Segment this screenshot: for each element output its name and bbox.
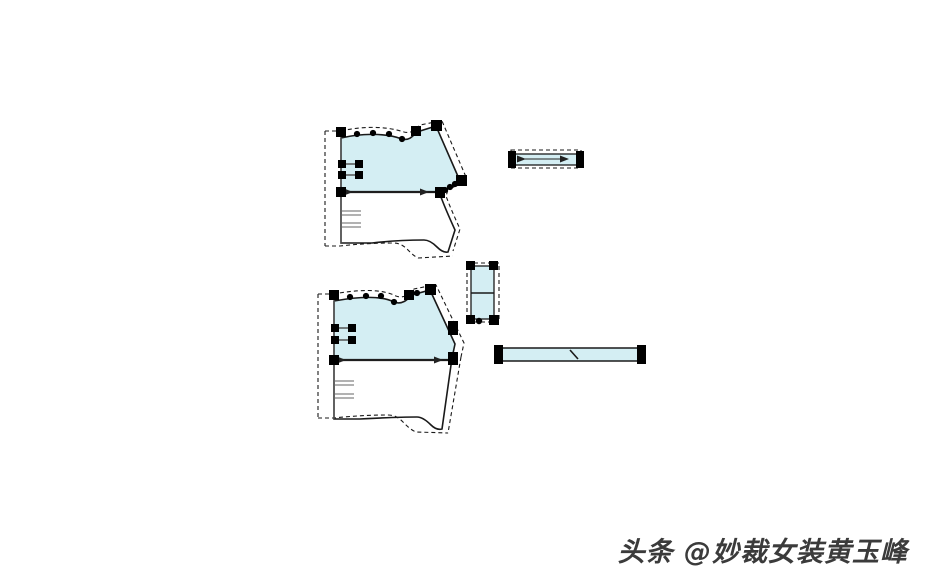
handle (331, 336, 339, 344)
node-handles-upper[interactable] (336, 120, 467, 198)
handle (348, 336, 356, 344)
handle (355, 171, 363, 179)
seam-allowance-outline-upper-lower (325, 242, 454, 259)
band-notch-mark (569, 349, 579, 360)
handle (336, 187, 346, 197)
pattern-piece-band-long[interactable] (494, 345, 646, 364)
handle (425, 284, 436, 295)
handle (489, 261, 498, 270)
handle (329, 290, 339, 300)
handle (411, 126, 421, 136)
seam-allowance-outline-lower-2 (318, 356, 462, 434)
node-handles-rect-collar[interactable] (466, 261, 499, 325)
seam-allowance-rect-collar (466, 262, 500, 323)
handle[interactable] (576, 151, 584, 168)
handle (431, 120, 442, 131)
handle (489, 315, 499, 325)
pattern-piece-rect-collar[interactable] (466, 261, 500, 325)
handle (404, 290, 414, 300)
handle (466, 261, 475, 270)
handle (338, 160, 346, 168)
handle (456, 175, 467, 186)
pattern-piece-bodice-lower[interactable] (317, 284, 465, 434)
handle (466, 315, 475, 324)
handle[interactable] (508, 151, 516, 168)
handle (329, 355, 339, 365)
handle (355, 160, 363, 168)
piece-fill-upper-yoke[interactable] (341, 126, 460, 200)
handle (435, 187, 445, 198)
curve-points-lower[interactable] (346, 289, 421, 306)
notch-markers-lower[interactable] (331, 324, 356, 344)
handle (448, 321, 458, 335)
handle (348, 324, 356, 332)
handle (338, 171, 346, 179)
handle[interactable] (637, 345, 646, 364)
reference-marks-lower (334, 380, 354, 399)
handle (336, 127, 346, 137)
pattern-piece-bodice-upper[interactable] (324, 120, 467, 259)
node-handles-lower[interactable] (329, 284, 458, 365)
handle (448, 352, 458, 365)
seam-allowance-outline-lower (317, 284, 465, 418)
piece-fill-lower-yoke[interactable] (334, 290, 455, 360)
reference-marks-upper (341, 210, 361, 228)
notch-markers-upper[interactable] (338, 160, 363, 179)
pattern-piece-strip-small[interactable] (508, 149, 584, 169)
watermark-text: 头条 @妙裁女装黄玉峰 (617, 537, 908, 568)
handle[interactable] (494, 345, 503, 364)
handle (331, 324, 339, 332)
